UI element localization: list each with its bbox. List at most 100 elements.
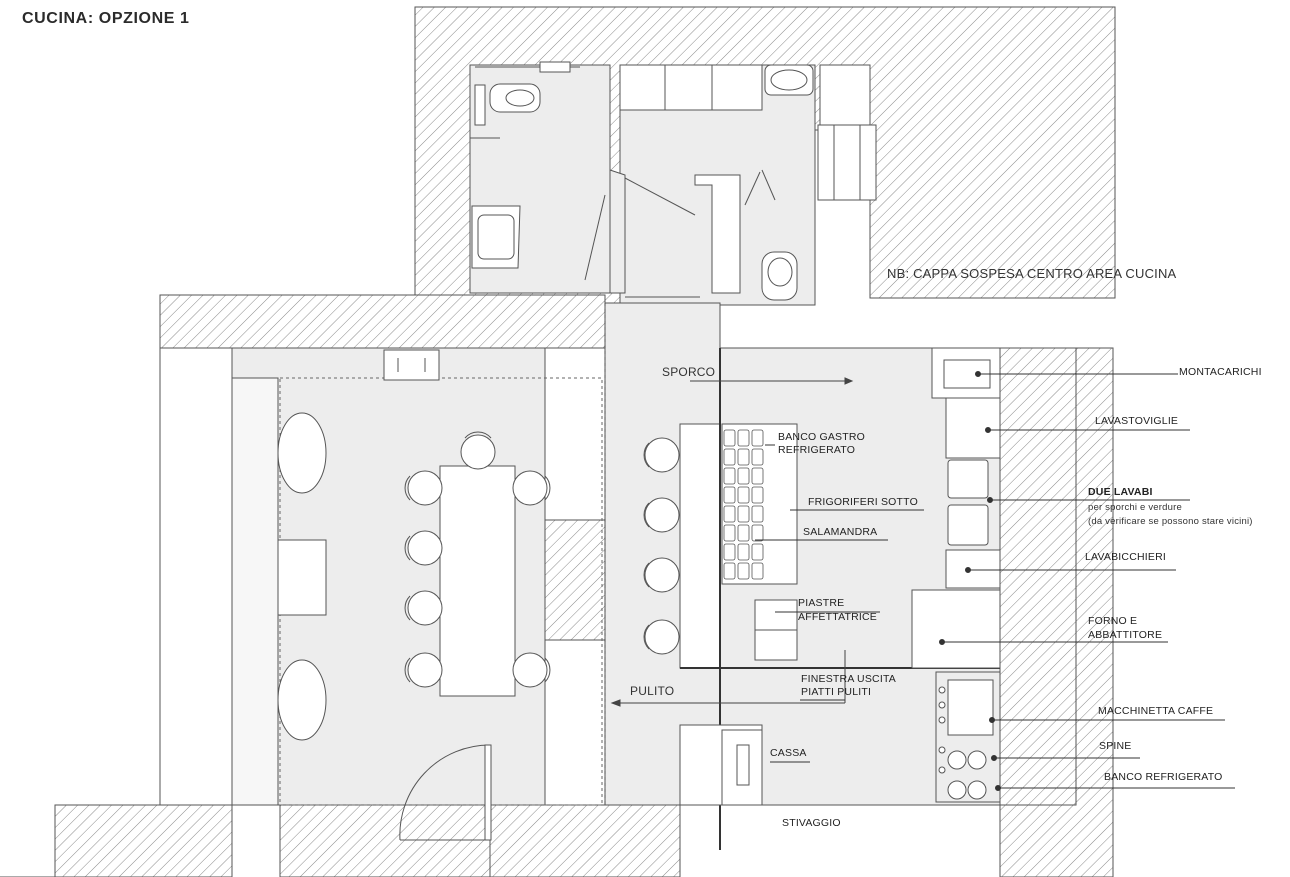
knob-icon: [938, 701, 946, 709]
macchinetta-box: [947, 679, 994, 736]
knob-icon: [938, 746, 946, 754]
long-table: [439, 465, 516, 697]
gastro-pan-icon: [737, 467, 750, 485]
gastro-pan-icon: [751, 524, 764, 542]
round-table-1: [277, 412, 327, 494]
gastro-grid: [723, 429, 764, 580]
stool-back-icon: [643, 624, 650, 650]
chair-back-icon: [464, 431, 492, 439]
cassa-label: CASSA: [770, 747, 807, 759]
gastro-pan-icon: [751, 486, 764, 504]
gastro-pan-icon: [737, 429, 750, 447]
gastro-pan-icon: [723, 562, 736, 580]
chair-back-icon: [544, 475, 551, 501]
gastro-pan-icon: [751, 429, 764, 447]
gastro-pan-icon: [751, 543, 764, 561]
flow-clean-label: PULITO: [630, 684, 675, 698]
chair-back-icon: [404, 595, 411, 621]
plan-title: CUCINA: OPZIONE 1: [22, 10, 190, 27]
sink-2-icon: [947, 504, 989, 546]
tap-icon: [967, 750, 987, 770]
tap-icon: [967, 780, 987, 800]
chair-icon: [460, 434, 496, 470]
montacarichi-label: MONTACARICHI: [1179, 366, 1262, 378]
finestra-label-1: FINESTRA USCITA: [801, 673, 896, 685]
gastro-pan-icon: [751, 467, 764, 485]
gastro-pan-icon: [737, 486, 750, 504]
gastro-pan-icon: [737, 524, 750, 542]
salamandra-label: SALAMANDRA: [803, 526, 878, 538]
callout-leaders: [755, 371, 1235, 791]
chair-back-icon: [404, 475, 411, 501]
wall-bottom-center: [489, 804, 681, 877]
stool-back-icon: [643, 502, 650, 528]
due-lavabi-sub2: (da verificare se possono stare vicini): [1088, 516, 1253, 527]
gastro-pan-icon: [723, 543, 736, 561]
upper-window: [817, 124, 877, 201]
macchinetta-label: MACCHINETTA CAFFE: [1098, 705, 1214, 717]
gastro-pan-icon: [723, 467, 736, 485]
chair-back-icon: [404, 535, 411, 561]
forno-label-2: ABBATTITORE: [1088, 629, 1163, 641]
stool-icon: [644, 619, 680, 655]
gastro-pan-icon: [737, 562, 750, 580]
stool-icon: [644, 437, 680, 473]
stool-back-icon: [643, 442, 650, 468]
stool-back-icon: [643, 562, 650, 588]
knob-icon: [938, 686, 946, 694]
gastro-pan-icon: [723, 448, 736, 466]
due-lavabi-sub1: per sporchi e verdure: [1088, 502, 1182, 513]
stivaggio-label: STIVAGGIO: [782, 817, 841, 829]
gastro-pan-icon: [737, 543, 750, 561]
chairs: [404, 431, 551, 688]
wall-partition: [544, 519, 606, 641]
stool-icon: [644, 497, 680, 533]
chair-icon: [512, 470, 548, 506]
bottom-right-floor: [999, 347, 1077, 806]
chair-icon: [512, 652, 548, 688]
bathroom-fixtures: [470, 61, 814, 301]
banco-refrigerato-label: BANCO REFRIGERATO: [1104, 771, 1223, 783]
serving-counter: [679, 423, 721, 669]
gastro-pan-icon: [751, 562, 764, 580]
piastre-label-2: AFFETTATRICE: [798, 611, 878, 623]
gastro-pan-icon: [737, 448, 750, 466]
piastre-label-1: PIASTRE: [798, 597, 845, 609]
frigoriferi-label: FRIGORIFERI SOTTO: [808, 496, 918, 508]
finestra-label-2: PIATTI PULITI: [801, 686, 872, 698]
dining-furniture: [231, 349, 603, 806]
lavastoviglie-box: [945, 397, 1001, 459]
gastro-pan-icon: [751, 505, 764, 523]
round-table-2: [277, 659, 327, 741]
banco-gastro-label-1: BANCO GASTRO: [778, 431, 865, 443]
bar-stools: [643, 437, 680, 655]
tap-icon: [947, 750, 967, 770]
entrance-door: [399, 744, 492, 841]
lavabicchieri-box: [945, 549, 1001, 589]
spine-label: SPINE: [1099, 740, 1132, 752]
chair-back-icon: [404, 657, 411, 683]
forno-box: [911, 589, 1001, 669]
chair-icon: [407, 590, 443, 626]
gastro-pan-icon: [723, 429, 736, 447]
wall-bottom-left: [54, 804, 233, 877]
chair-icon: [407, 652, 443, 688]
gastro-pan-icon: [737, 505, 750, 523]
sink-1-icon: [947, 459, 989, 499]
cassa-counter: [679, 724, 763, 806]
hood-note: NB: CAPPA SOSPESA CENTRO AREA CUCINA: [887, 266, 1177, 281]
lavabicchieri-label: LAVABICCHIERI: [1085, 551, 1166, 563]
tap-icon: [947, 780, 967, 800]
flow-dirty-label: SPORCO: [662, 365, 716, 379]
chair-icon: [407, 530, 443, 566]
square-table: [277, 539, 327, 616]
stool-icon: [644, 557, 680, 593]
gastro-pan-icon: [723, 524, 736, 542]
forno-label-1: FORNO E: [1088, 615, 1138, 627]
due-lavabi-label: DUE LAVABI: [1088, 486, 1153, 498]
banco-gastro-label-2: REFRIGERATO: [778, 444, 856, 456]
flow-arrows: [604, 303, 854, 805]
gastro-pan-icon: [723, 505, 736, 523]
gastro-pan-icon: [751, 448, 764, 466]
